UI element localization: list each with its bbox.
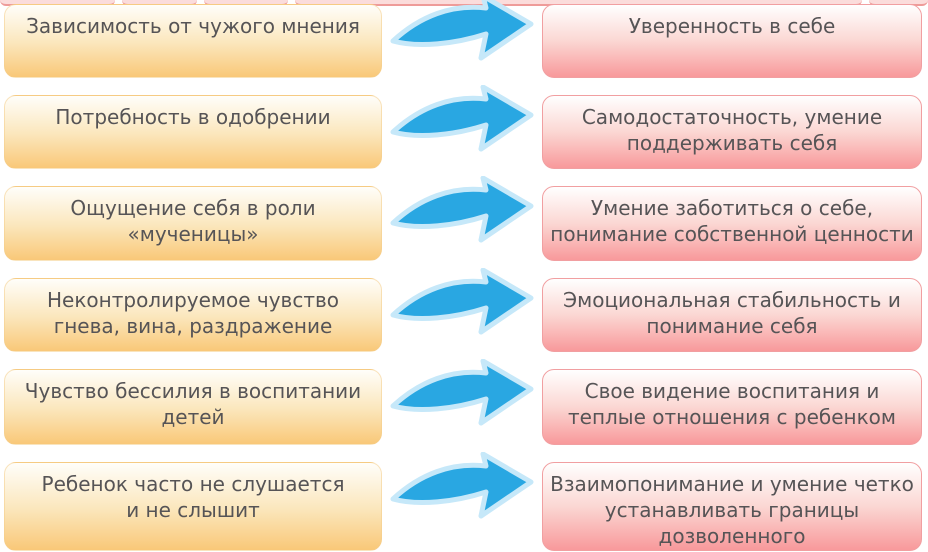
problem-box: Чувство бессилия в воспитании детей — [4, 369, 382, 445]
arrow-right-icon — [390, 176, 534, 243]
diagram-row: Неконтролируемое чувство гнева, вина, ра… — [0, 268, 928, 352]
outcome-text: Взаимопонимание и умение четко устанавли… — [550, 472, 914, 548]
outcome-box: Эмоциональная стабильность и понимание с… — [542, 278, 922, 352]
outcome-text: Свое видение воспитания и теплые отношен… — [567, 379, 896, 429]
outcome-box: Умение заботиться о себе, понимание собс… — [542, 186, 922, 261]
diagram-row: Ощущение себя в роли «мученицы» Умение з… — [0, 176, 928, 261]
arrow-right-icon — [390, 85, 534, 152]
problem-text: Потребность в одобрении — [55, 105, 331, 129]
problem-text: Чувство бессилия в воспитании детей — [24, 379, 362, 429]
outcome-text: Эмоциональная стабильность и понимание с… — [563, 288, 901, 338]
problem-box: Зависимость от чужого мнения — [4, 4, 382, 78]
diagram-row: Ребенок часто не слушается и не слышит В… — [0, 452, 928, 551]
problem-text: Зависимость от чужого мнения — [26, 14, 360, 38]
arrow-cell — [382, 85, 542, 169]
diagram-row: Чувство бессилия в воспитании детей Свое… — [0, 359, 928, 445]
diagram-row: Потребность в одобрении Самодостаточност… — [0, 85, 928, 169]
arrow-right-icon — [390, 452, 534, 519]
arrow-cell — [382, 268, 542, 352]
problem-box: Потребность в одобрении — [4, 95, 382, 169]
arrow-cell — [382, 452, 542, 551]
problem-text: Неконтролируемое чувство гнева, вина, ра… — [46, 288, 340, 338]
problem-box: Неконтролируемое чувство гнева, вина, ра… — [4, 278, 382, 352]
arrow-cell — [382, 0, 542, 78]
problem-text: Ощущение себя в роли «мученицы» — [70, 196, 316, 246]
arrow-cell — [382, 359, 542, 445]
outcome-text: Уверенность в себе — [628, 14, 836, 38]
diagram-row: Зависимость от чужого мнения Уверенность… — [0, 0, 928, 78]
arrow-right-icon — [390, 268, 534, 335]
outcome-box: Взаимопонимание и умение четко устанавли… — [542, 462, 922, 551]
arrow-right-icon — [390, 0, 534, 61]
problem-box: Ощущение себя в роли «мученицы» — [4, 186, 382, 261]
arrow-cell — [382, 176, 542, 261]
arrow-right-icon — [390, 359, 534, 426]
outcome-box: Самодостаточность, умение поддерживать с… — [542, 95, 922, 169]
problem-text: Ребенок часто не слушается и не слышит — [41, 472, 345, 522]
problem-box: Ребенок часто не слушается и не слышит — [4, 462, 382, 551]
outcome-box: Уверенность в себе — [542, 4, 922, 78]
outcome-text: Умение заботиться о себе, понимание собс… — [550, 196, 914, 246]
outcome-text: Самодостаточность, умение поддерживать с… — [581, 105, 883, 155]
outcome-box: Свое видение воспитания и теплые отношен… — [542, 369, 922, 445]
